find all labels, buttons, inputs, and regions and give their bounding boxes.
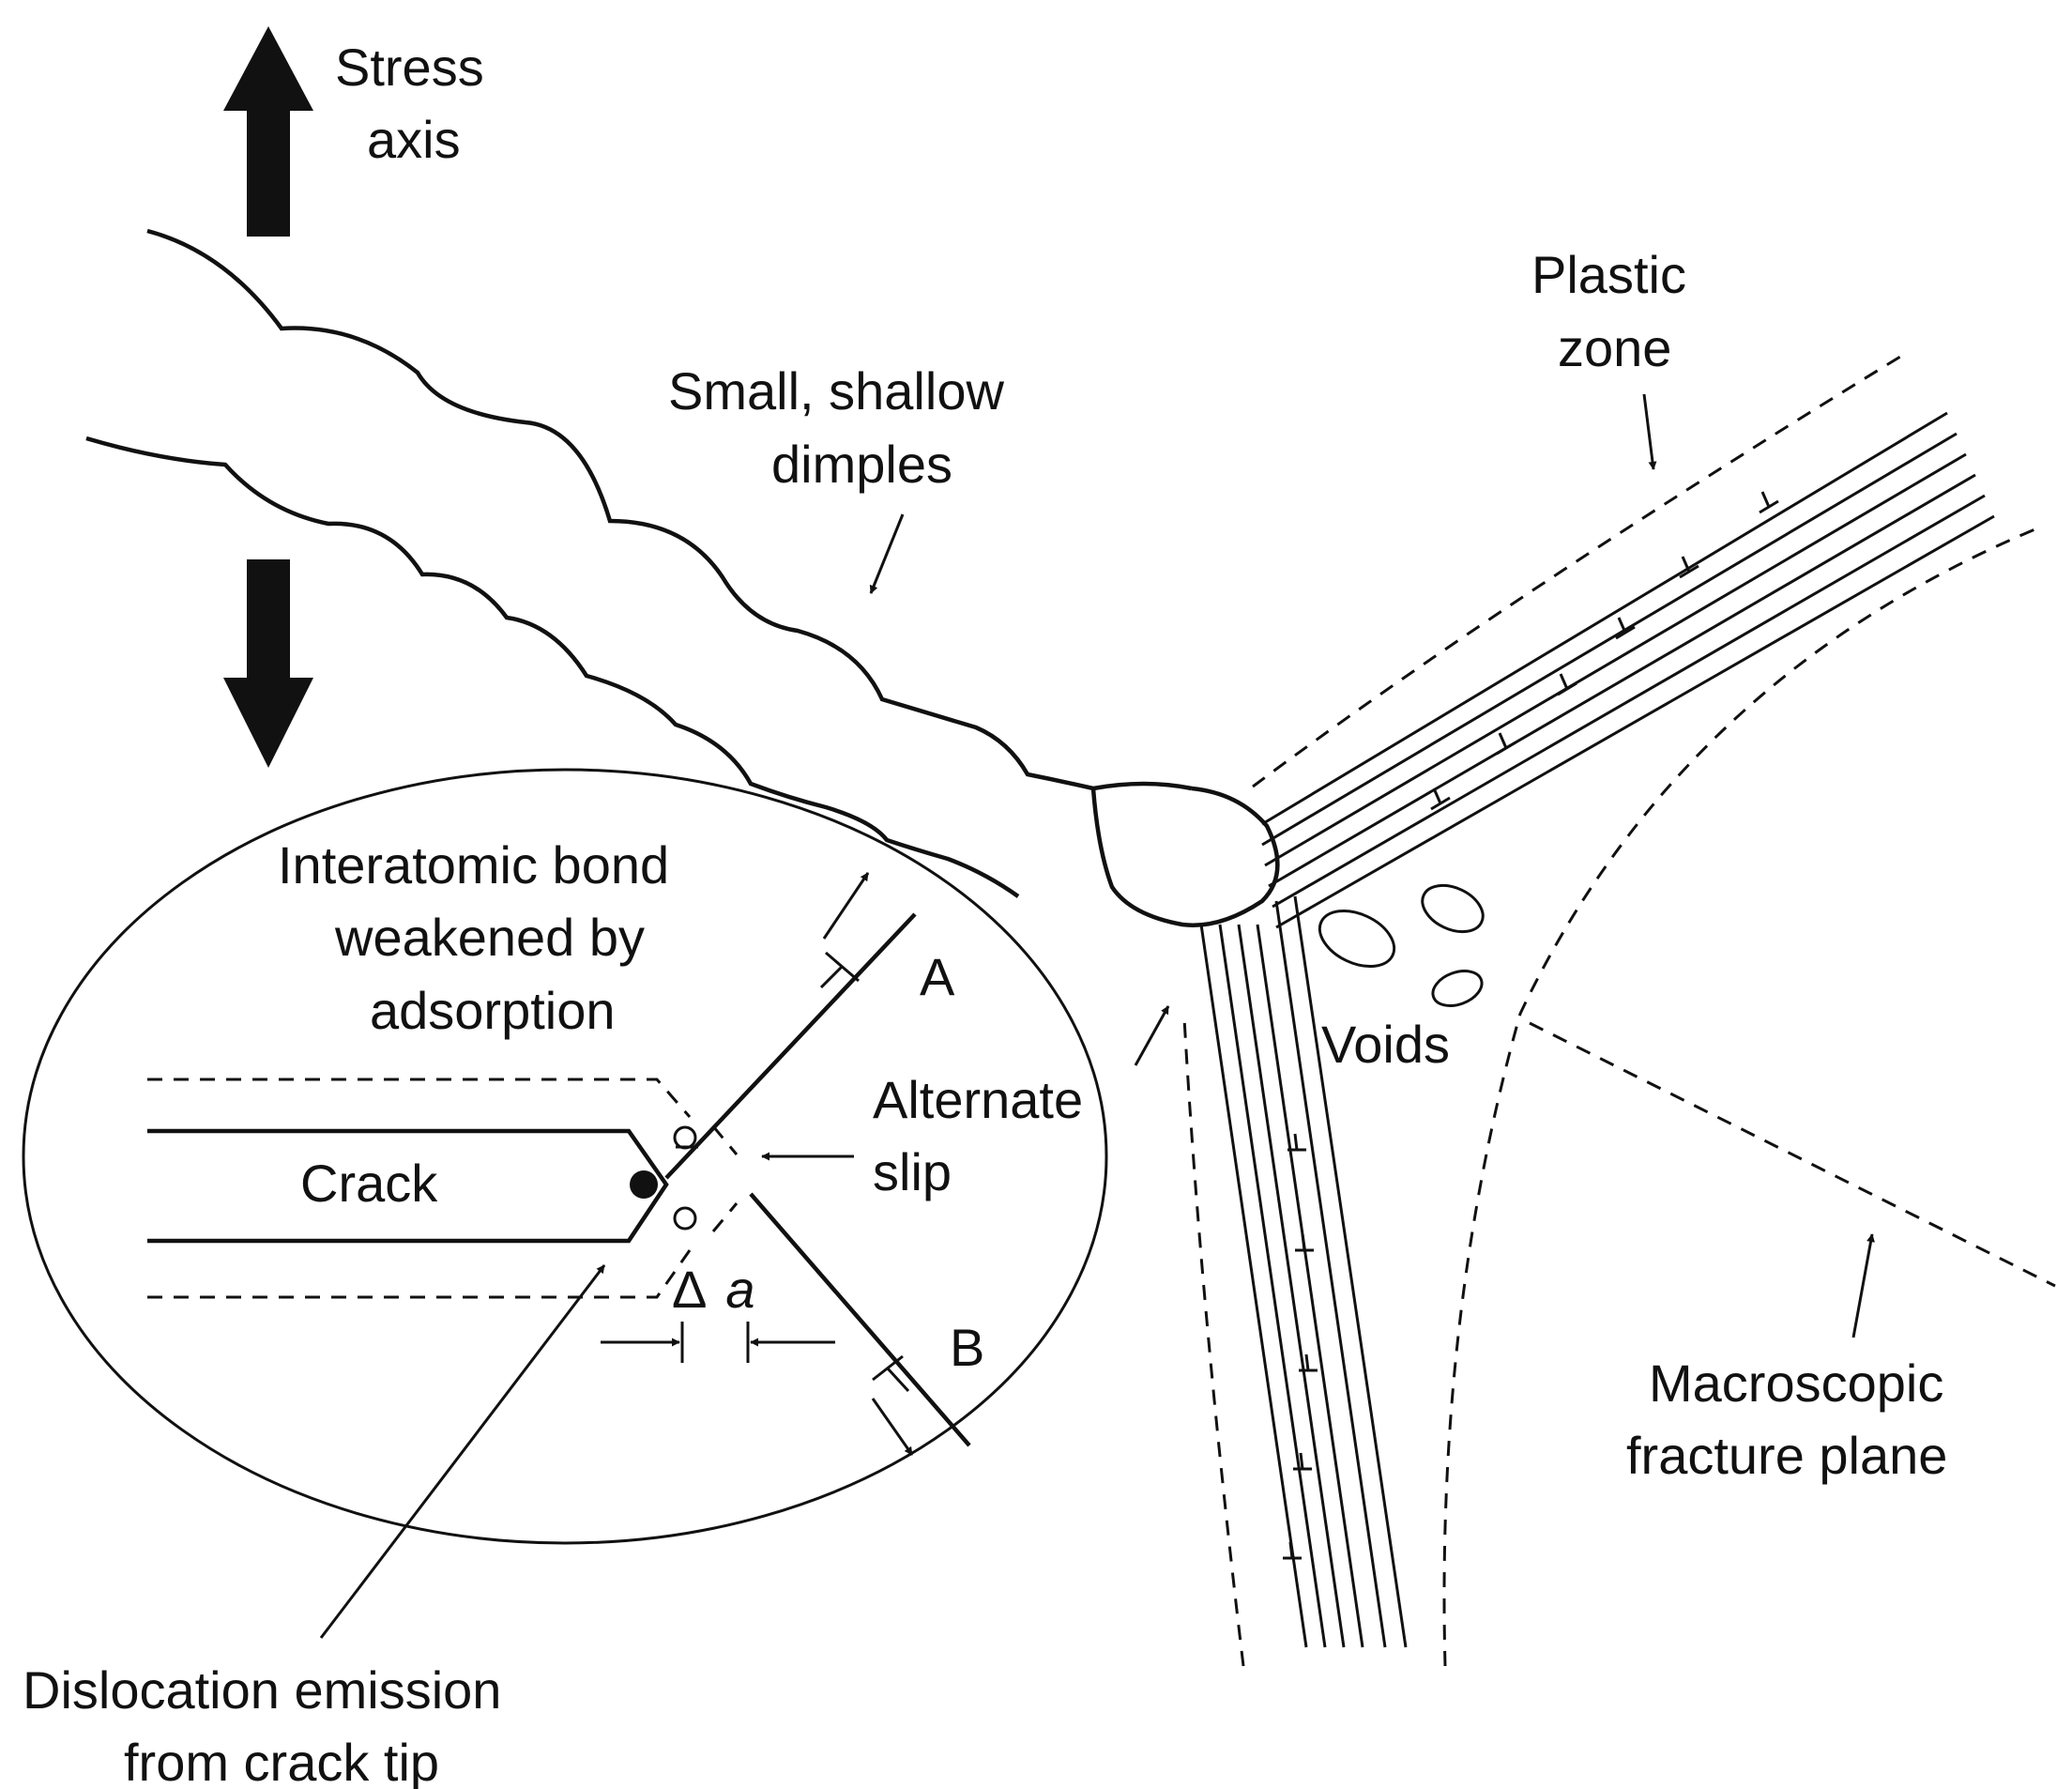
bond-label-line3: adsorption [370, 981, 616, 1040]
dislocation-emission-arrow [319, 1264, 606, 1639]
void-upper-right [1421, 883, 1485, 934]
macroscopic-fracture-plane-arrow [1851, 1233, 1875, 1338]
void-large [1318, 909, 1396, 969]
crack-dashed-upper [147, 1078, 692, 1118]
stress-axis-label-line2: axis [367, 110, 461, 169]
upper-slip-band [1261, 411, 1995, 929]
plastic-zone-label-line2: zone [1558, 318, 1671, 377]
adsorbed-atom-dot [630, 1170, 658, 1199]
slip-plane-a-label: A [920, 947, 955, 1006]
plastic-zone-boundary-right [1442, 524, 2045, 1667]
dislocation-symbol-a [819, 951, 860, 989]
stress-axis-label-line1: Stress [335, 38, 484, 97]
stress-axis-down-arrow [223, 559, 313, 768]
delta-a-label: Δ a [672, 1260, 755, 1319]
dislocation-symbol-b [872, 1354, 910, 1393]
dislocation-emission-label-line2: from crack tip [124, 1733, 439, 1789]
plastic-zone-arrow [1642, 393, 1657, 470]
bond-label-line2: weakened by [334, 908, 645, 967]
macro-fracture-label-line1: Macroscopic [1649, 1353, 1943, 1413]
delta-a-symbol: a [725, 1260, 754, 1319]
dimpled-surface-lower-edge [85, 436, 1020, 898]
plastic-zone-label-line1: Plastic [1531, 245, 1686, 304]
lower-band-dislocation-symbols [1283, 1133, 1318, 1560]
dislocation-motion-arrow-b [871, 1398, 914, 1456]
bond-label-line1: Interatomic bond [278, 835, 669, 894]
dimples-label-line2: dimples [771, 435, 952, 494]
lower-slip-band [1199, 895, 1408, 1648]
macro-fracture-label-line2: fracture plane [1626, 1426, 1947, 1485]
dimpled-surface-upper-edge [146, 228, 1193, 791]
delta-symbol: Δ [672, 1260, 707, 1319]
advanced-crack-dash-upper [711, 1125, 739, 1155]
crack-label: Crack [300, 1154, 438, 1213]
crack-tip-inset-circle [22, 768, 1108, 1545]
crack-tip-dimple [1090, 786, 1280, 927]
dislocation-motion-arrow-a [822, 872, 870, 940]
stress-axis-up-arrow [223, 26, 313, 237]
voids-label: Voids [1321, 1015, 1450, 1074]
atom-circle-lower [673, 1206, 697, 1231]
crack-outline [147, 1128, 669, 1244]
crack-dashed-lower [147, 1249, 692, 1299]
plastic-zone-boundary-left [1182, 1017, 1245, 1667]
dimples-arrow [869, 513, 905, 594]
upper-band-dislocation-symbols [1430, 491, 1779, 811]
slip-plane-b-label: B [950, 1318, 984, 1377]
dislocation-emission-label-line1: Dislocation emission [23, 1660, 501, 1720]
slip-plane-a [664, 912, 917, 1180]
void-lower [1431, 970, 1484, 1007]
alternate-slip-label-line2: slip [873, 1142, 952, 1201]
slip-plane-b [749, 1192, 971, 1447]
alternate-slip-label-line1: Alternate [873, 1070, 1083, 1129]
dimples-label-line1: Small, shallow [668, 361, 1004, 420]
atom-circle-upper [673, 1125, 697, 1150]
alternate-slip-arrow-tip [1134, 1005, 1170, 1066]
advanced-crack-dash-lower [711, 1202, 739, 1232]
macroscopic-fracture-plane-line [1529, 1021, 2056, 1288]
plastic-zone-boundary-upper [1252, 355, 1901, 788]
